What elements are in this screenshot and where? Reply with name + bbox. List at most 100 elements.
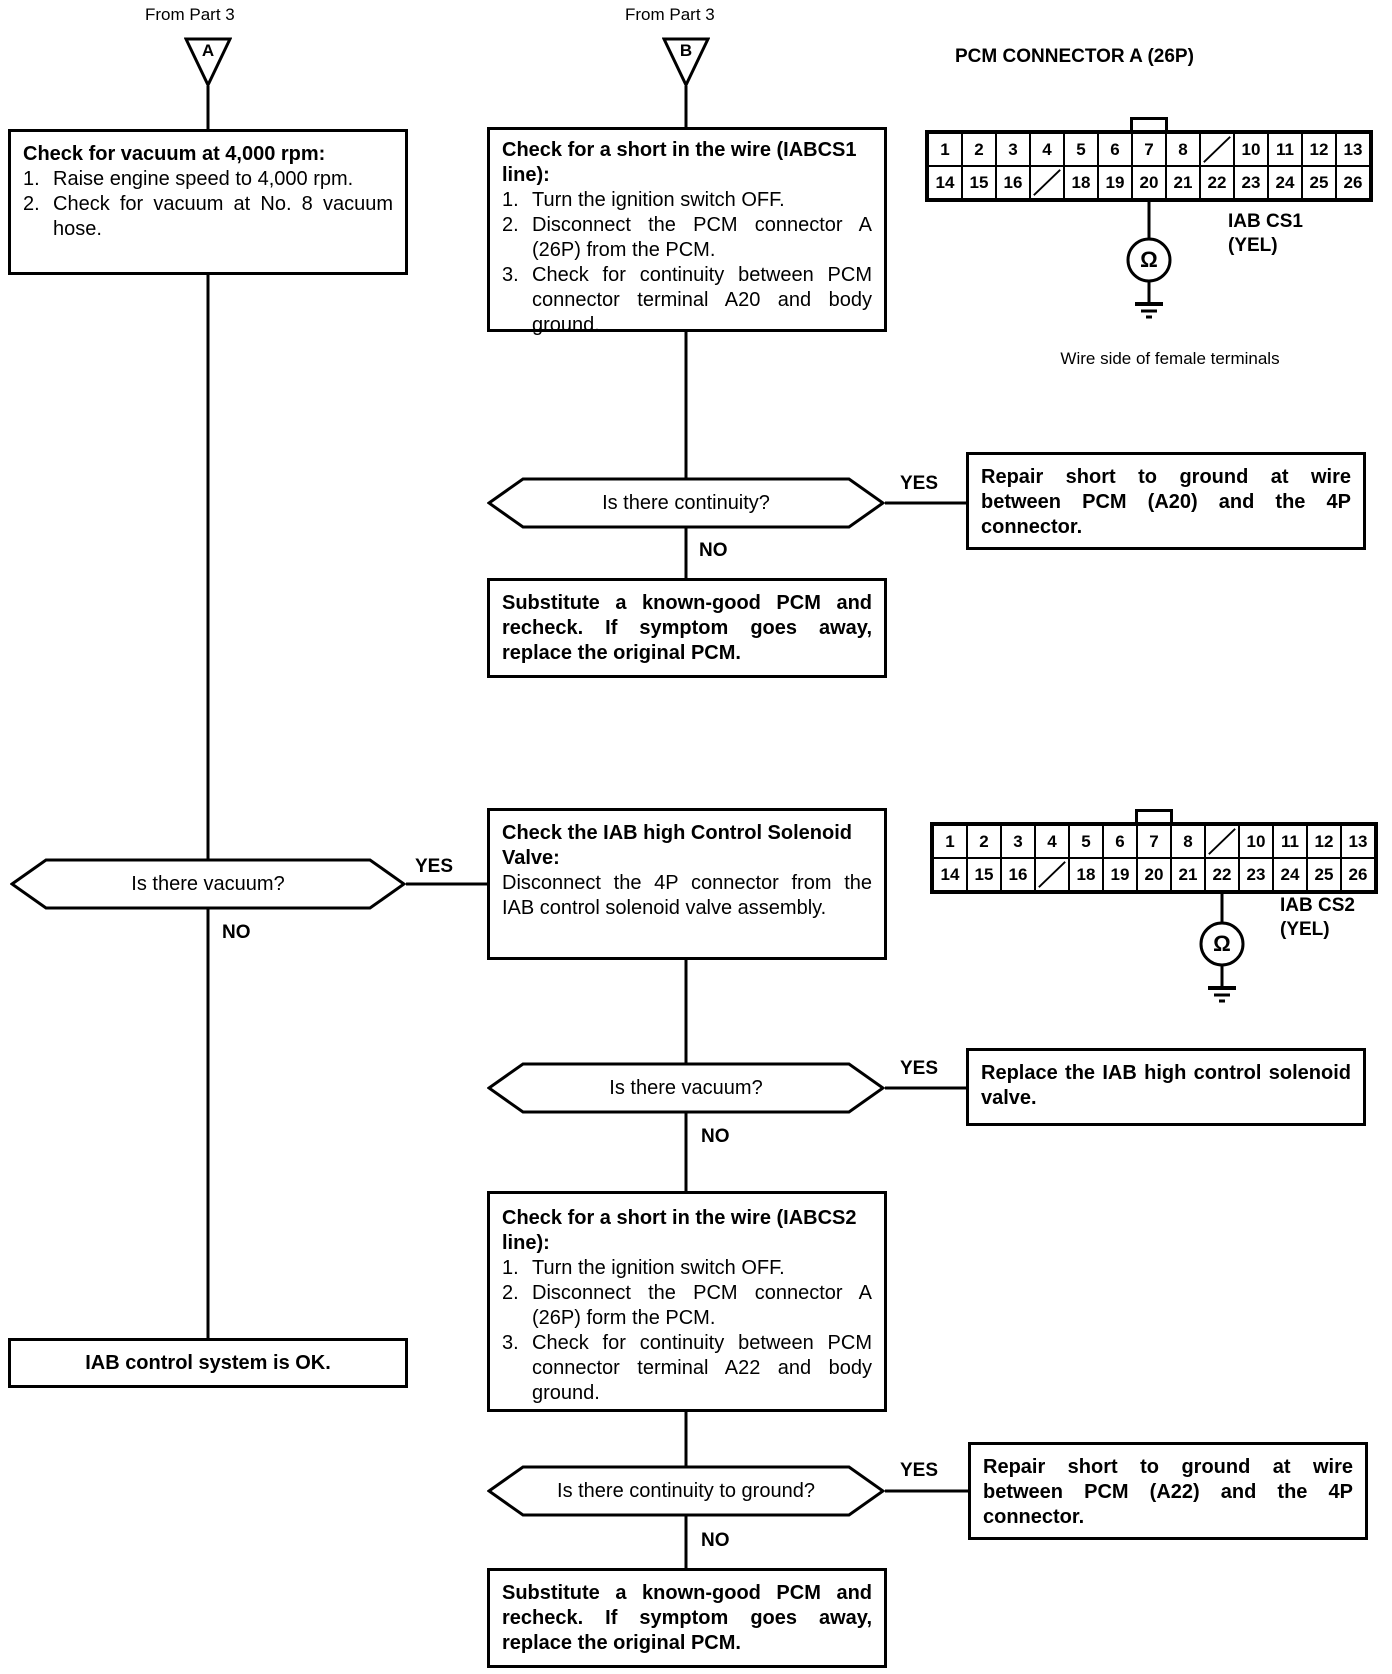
pin-cell: 15 [967, 858, 1001, 891]
step-item: 1. Turn the ignition switch OFF. [502, 188, 872, 213]
pin-cell: 19 [1103, 858, 1137, 891]
pin-cell: 13 [1341, 825, 1375, 858]
pin-cell: 26 [1336, 166, 1370, 199]
no-label-3: NO [701, 1530, 730, 1551]
pin-cell: 24 [1273, 858, 1307, 891]
step-text: Raise engine speed to 4,000 rpm. [53, 168, 354, 190]
pin-grid: 1 2 3 4 5 6 7 8 10 11 12 13 14 15 16 18 … [930, 822, 1378, 894]
check-vacuum-title: Check for vacuum at 4,000 rpm: [23, 143, 326, 165]
hexagon-outline [487, 1062, 885, 1114]
step-text: Check for vacuum at No. 8 vacuum hose. [53, 193, 393, 240]
no-label-2: NO [701, 1126, 730, 1147]
pin-cell: 14 [928, 166, 962, 199]
iab-cs2-name: IAB CS2 [1280, 895, 1355, 916]
pin-cell: 22 [1200, 166, 1234, 199]
substitute-pcm-text-2: Substitute a known-good PCM and recheck.… [502, 1582, 872, 1654]
pcm-connector-diagram-cs1: 1 2 3 4 5 6 7 8 10 11 12 13 14 15 16 18 … [925, 117, 1373, 202]
pin-cell: 3 [996, 133, 1030, 166]
pin-cell: 4 [1030, 133, 1064, 166]
step-text: Check for continuity between PCM connect… [532, 1332, 872, 1404]
pin-cell: 8 [1171, 825, 1205, 858]
decision-vacuum-left: Is there vacuum? [10, 858, 406, 910]
pin-cell: 4 [1035, 825, 1069, 858]
pin-cell: 6 [1098, 133, 1132, 166]
ohmmeter-symbol-2: Ω [1213, 931, 1231, 956]
check-short-cs1-box: Check for a short in the wire (IABCS1 li… [487, 127, 887, 336]
pin-cell: 19 [1098, 166, 1132, 199]
check-iab-valve-body: Disconnect the 4P connector from the IAB… [502, 872, 872, 919]
step-number: 2. [502, 214, 519, 236]
pin-cell: 3 [1001, 825, 1035, 858]
substitute-pcm-box-2: Substitute a known-good PCM and recheck.… [487, 1568, 887, 1668]
pin-cell: 7 [1132, 133, 1166, 166]
decision-vacuum-mid-text: Is there vacuum? [609, 1076, 763, 1099]
wire-side-caption: Wire side of female terminals [1060, 349, 1280, 368]
pin-cell: 26 [1341, 858, 1375, 891]
replace-valve-text: Replace the IAB high control solenoid va… [981, 1062, 1351, 1109]
iab-cs2-color: (YEL) [1280, 919, 1330, 940]
pin-cell: 5 [1064, 133, 1098, 166]
pin-cell-blank [1035, 858, 1069, 891]
decision-vacuum-left-text: Is there vacuum? [131, 872, 285, 895]
repair-a22-box: Repair short to ground at wire between P… [968, 1442, 1368, 1540]
pin-cell: 21 [1171, 858, 1205, 891]
pin-cell: 10 [1239, 825, 1273, 858]
pin-cell: 16 [996, 166, 1030, 199]
check-short-cs1-title: Check for a short in the wire (IABCS1 li… [502, 139, 857, 186]
hexagon-outline [487, 477, 885, 529]
step-number: 1. [502, 1257, 519, 1279]
check-short-cs2-box: Check for a short in the wire (IABCS2 li… [487, 1191, 887, 1412]
pin-cell: 15 [962, 166, 996, 199]
step-text: Turn the ignition switch OFF. [532, 1257, 785, 1279]
step-item: 3. Check for continuity between PCM conn… [502, 263, 872, 338]
step-number: 1. [502, 189, 519, 211]
check-vacuum-box: Check for vacuum at 4,000 rpm: 1. Raise … [8, 129, 408, 275]
step-number: 2. [502, 1282, 519, 1304]
iab-ok-box: IAB control system is OK. [8, 1338, 408, 1388]
pin-cell-blank [1205, 825, 1239, 858]
step-item: 2. Disconnect the PCM connector A (26P) … [502, 213, 872, 263]
iab-cs1-color: (YEL) [1228, 235, 1278, 256]
pin-cell-blank [1030, 166, 1064, 199]
repair-a20-text: Repair short to ground at wire between P… [981, 466, 1351, 538]
step-item: 2. Check for vacuum at No. 8 vacuum hose… [23, 192, 393, 242]
pin-cell-blank [1200, 133, 1234, 166]
pin-cell: 22 [1205, 858, 1239, 891]
pin-cell: 1 [928, 133, 962, 166]
pin-cell: 24 [1268, 166, 1302, 199]
no-label-1: NO [699, 540, 728, 561]
step-text: Disconnect the PCM connector A (26P) fro… [532, 214, 872, 261]
substitute-pcm-box-1: Substitute a known-good PCM and recheck.… [487, 578, 887, 678]
step-item: 1. Turn the ignition switch OFF. [502, 1256, 872, 1281]
pin-cell: 12 [1302, 133, 1336, 166]
pin-cell: 2 [967, 825, 1001, 858]
step-number: 3. [502, 1332, 519, 1354]
entry-letter-b: B [679, 41, 693, 60]
step-item: 2. Disconnect the PCM connector A (26P) … [502, 1281, 872, 1331]
pin-cell: 6 [1103, 825, 1137, 858]
replace-valve-box: Replace the IAB high control solenoid va… [966, 1048, 1366, 1126]
pin-cell: 23 [1239, 858, 1273, 891]
decision-continuity-1-text: Is there continuity? [602, 491, 770, 514]
entry-triangle-b [662, 37, 710, 87]
pin-cell: 8 [1166, 133, 1200, 166]
pin-cell: 18 [1069, 858, 1103, 891]
iab-cs1-name: IAB CS1 [1228, 211, 1303, 232]
pcm-connector-title: PCM CONNECTOR A (26P) [955, 46, 1194, 67]
yes-label-3: YES [900, 1460, 939, 1481]
pin-cell: 23 [1234, 166, 1268, 199]
pin-cell: 7 [1137, 825, 1171, 858]
pin-grid: 1 2 3 4 5 6 7 8 10 11 12 13 14 15 16 18 … [925, 130, 1373, 202]
step-item: 1. Raise engine speed to 4,000 rpm. [23, 167, 393, 192]
decision-continuity-1: Is there continuity? [487, 477, 885, 529]
yes-label-left: YES [415, 856, 454, 877]
pin-cell: 16 [1001, 858, 1035, 891]
from-part-3-label-a: From Part 3 [145, 5, 235, 24]
step-text: Turn the ignition switch OFF. [532, 189, 785, 211]
entry-triangle-a [184, 37, 232, 87]
check-short-cs2-title: Check for a short in the wire (IABCS2 li… [502, 1207, 857, 1254]
iab-cs1-label: IAB CS1 (YEL) [1228, 210, 1303, 258]
yes-label-1: YES [900, 473, 939, 494]
